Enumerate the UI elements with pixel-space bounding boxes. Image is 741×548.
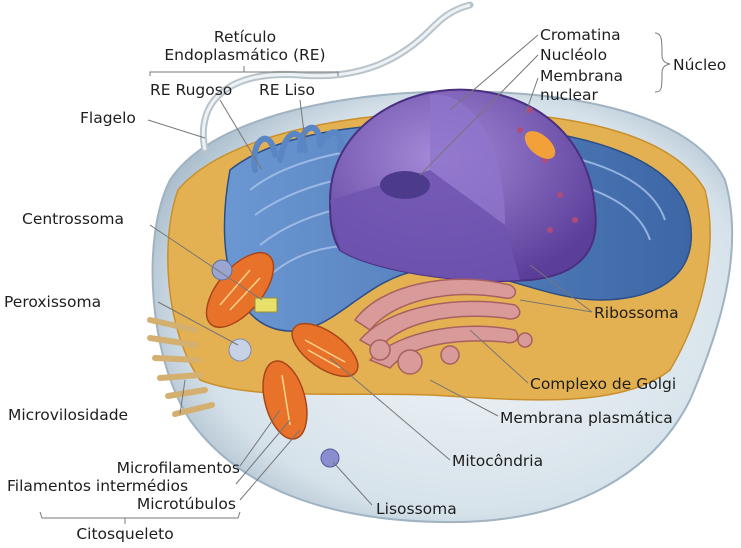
label-membrana: Membrana: [540, 67, 624, 85]
mitochondria-cristae: [219, 269, 346, 426]
label-flagelo: Flagelo: [80, 109, 136, 127]
label-lisossoma: Lisossoma: [376, 500, 457, 518]
label-centrossoma: Centrossoma: [22, 210, 125, 228]
label-complexo-golgi: Complexo de Golgi: [530, 375, 677, 393]
peroxisome: [228, 338, 252, 362]
label-citosqueleto: Citosqueleto: [76, 525, 174, 543]
microvilli: [147, 317, 215, 417]
vesicle: [524, 131, 556, 159]
nuclear-pores: [517, 107, 578, 233]
mitochondria: [205, 251, 359, 440]
nucleus-cutaway: [330, 170, 520, 281]
label-microtubulos: Microtúbulos: [136, 495, 236, 513]
label-re-rugoso: RE Rugoso: [150, 81, 233, 99]
label-membrana-plasmatica: Membrana plasmática: [500, 409, 673, 427]
label-peroxissoma: Peroxissoma: [4, 293, 102, 311]
label-nucleolo: Nucléolo: [540, 46, 608, 64]
golgi-apparatus: [353, 278, 533, 375]
label-reticulo: Retículo: [213, 28, 277, 46]
label-filamentos-intermedios: Filamentos intermédios: [7, 477, 189, 495]
label-re-liso: RE Liso: [259, 81, 315, 99]
label-cromatina: Cromatina: [540, 26, 621, 44]
leader-lines: [39, 32, 671, 524]
lysosome: [320, 448, 340, 468]
smooth-er-tubules: [251, 124, 344, 173]
label-ribossoma: Ribossoma: [594, 304, 679, 322]
label-microvilosidade: Microvilosidade: [8, 406, 129, 424]
nucleolus: [380, 171, 430, 199]
centrosome: [254, 297, 278, 313]
label-microfilamentos: Microfilamentos: [116, 459, 240, 477]
label-nuclear: nuclear: [540, 86, 598, 104]
flagellum-highlight: [201, 3, 471, 151]
nucleus-cutaway-wall: [430, 94, 505, 225]
vesicle: [211, 259, 233, 281]
label-endoplasmatico: Endoplasmático (RE): [164, 46, 326, 64]
label-mitocondria: Mitocôndria: [452, 452, 544, 470]
label-nucleo: Núcleo: [673, 56, 727, 74]
